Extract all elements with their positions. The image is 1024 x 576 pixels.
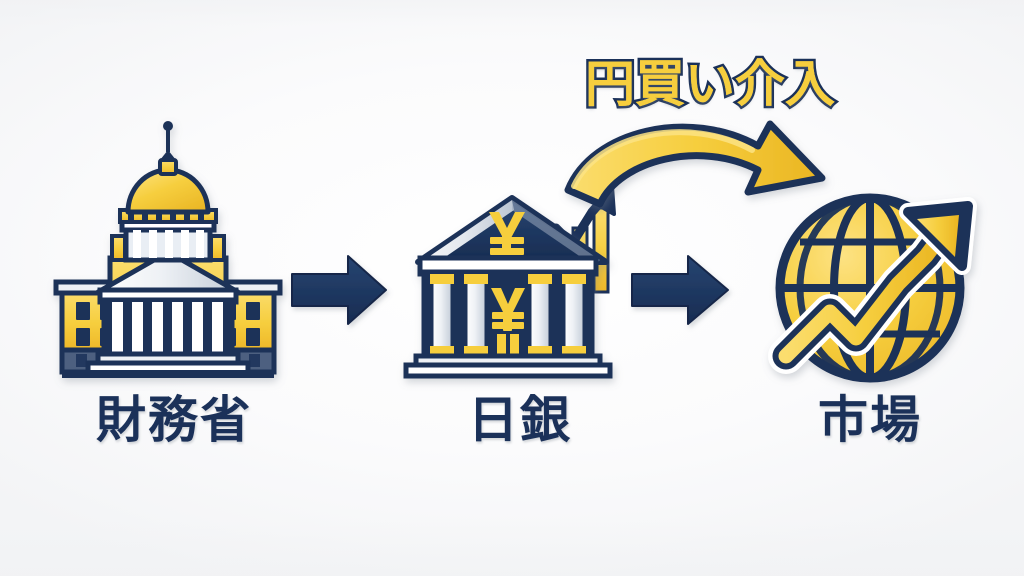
curved-arrow-right-icon xyxy=(564,120,826,208)
arrow-right-icon-1 xyxy=(291,255,387,325)
headline-intervention-fill: 円買い介入 xyxy=(585,55,835,113)
headline-intervention: 円買い介入 xyxy=(583,53,838,116)
step-label-mof: 財務省 xyxy=(96,391,252,449)
step-label-market: 市場 xyxy=(818,391,922,449)
globe-uptrend-icon xyxy=(768,193,977,383)
zigzag-uptrend-arrow-icon xyxy=(768,197,977,374)
government-building-icon xyxy=(53,121,283,378)
yen-symbol-pediment xyxy=(489,212,525,255)
arrow-right-icon-2 xyxy=(631,255,729,325)
bank-yen-icon xyxy=(403,195,613,379)
yen-symbol-facade xyxy=(491,288,525,331)
step-label-boj: 日銀 xyxy=(468,391,572,449)
